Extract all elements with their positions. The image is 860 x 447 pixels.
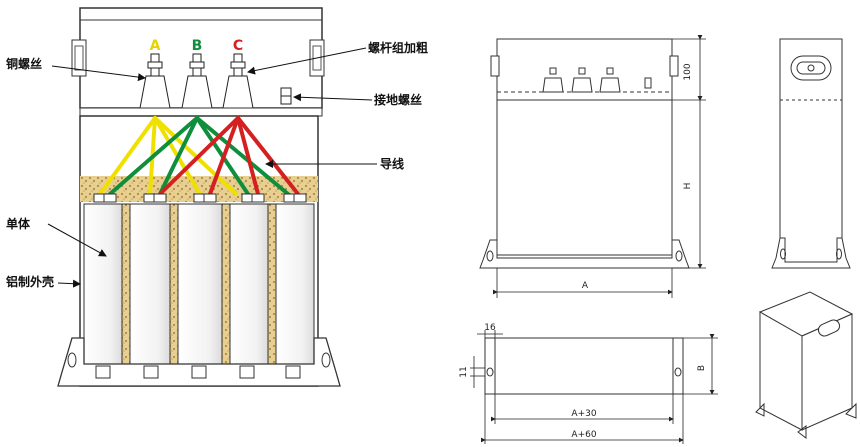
dim-top-height: 100 [683, 63, 693, 80]
cutaway-view: A B C [6, 7, 428, 387]
dim-a-plus-30: A+30 [571, 409, 596, 419]
dim-11: 11 [459, 366, 469, 377]
callout-thick-stud: 螺杆组加粗 [368, 40, 428, 55]
phase-c-wires [158, 116, 300, 196]
side-view [771, 38, 851, 269]
callout-wire: 导线 [380, 156, 404, 171]
dim-height-h: H [683, 183, 693, 190]
phase-a-label: A [150, 38, 161, 54]
ground-screw-icon [280, 87, 292, 105]
base-bolts [95, 365, 301, 379]
dim-depth-b: B [697, 365, 707, 371]
phase-b-label: B [192, 38, 203, 54]
dim-width-a: A [582, 281, 589, 291]
front-view [479, 38, 690, 269]
callout-aluminum-shell: 铝制外壳 [6, 274, 54, 289]
phase-c-label: C [233, 38, 243, 54]
dim-16: 16 [484, 323, 496, 333]
isometric-view [755, 291, 857, 439]
callout-ground-screw: 接地螺丝 [374, 92, 422, 107]
cell-terminals [93, 193, 307, 203]
top-view-dimensions [470, 330, 718, 444]
cover-plate [79, 107, 323, 117]
top-view [484, 337, 684, 395]
front-view-dimensions [493, 35, 706, 298]
capacitor-cells [83, 203, 315, 365]
callout-cell: 单体 [6, 216, 31, 231]
callout-copper-screw: 铜螺丝 [6, 56, 42, 71]
dim-a-plus-60: A+60 [571, 430, 596, 440]
mounting-base [57, 337, 341, 387]
